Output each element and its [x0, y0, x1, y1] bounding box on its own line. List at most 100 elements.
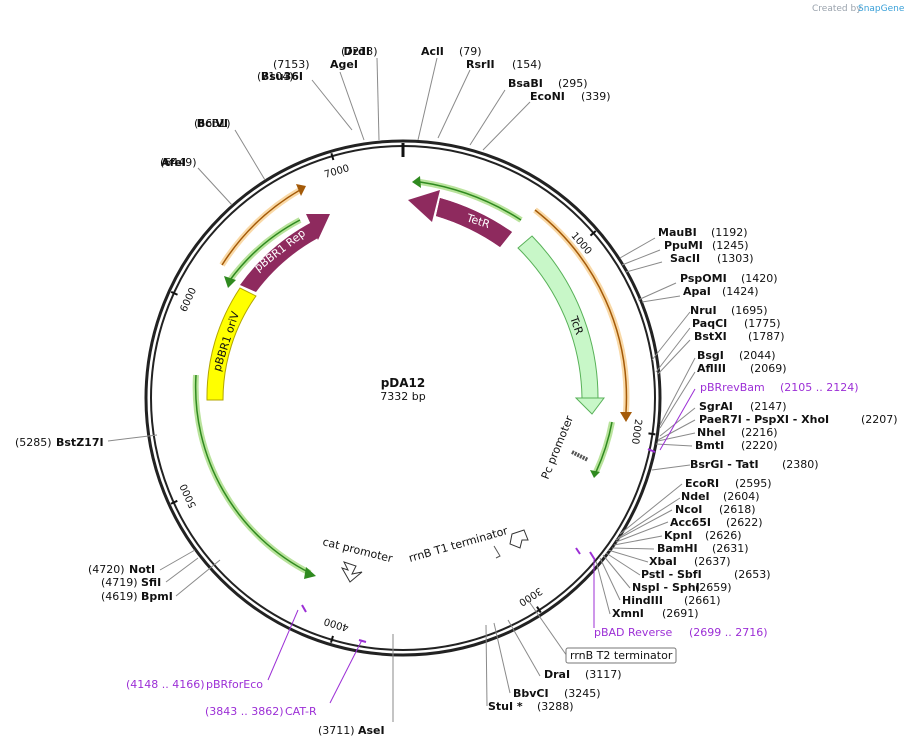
- site-label: EcoNI(339): [530, 90, 611, 103]
- site-position: (4619): [101, 590, 138, 603]
- tcr-arrow-head: [574, 397, 605, 415]
- pbbr1-rep-head: [306, 214, 330, 240]
- credit-prefix: Created by: [812, 4, 862, 14]
- site-label: SgrAI(2147): [699, 400, 787, 413]
- site-position: (2637): [694, 555, 731, 568]
- site-name: BsrGI - TatI: [690, 458, 759, 471]
- tetr-arrow-head: [408, 190, 440, 222]
- site-position: (3711): [318, 724, 355, 737]
- site-label: MauBI(1192): [658, 226, 748, 239]
- site-name: BsaBI: [508, 77, 543, 90]
- site-name: Acc65I: [670, 516, 711, 529]
- site-name: PspOMI: [680, 272, 727, 285]
- site-label: RsrII(154): [466, 58, 542, 71]
- site-name: NotI: [129, 563, 155, 576]
- site-label: SfiI(4719): [101, 576, 161, 589]
- site-name: SacII: [670, 252, 700, 265]
- site-name: EcoRI: [685, 477, 719, 490]
- site-label: AseI(3711): [318, 724, 385, 737]
- site-position: (2631): [712, 542, 749, 555]
- site-label: BsaBI(295): [508, 77, 588, 90]
- pc-promoter-head: [590, 470, 600, 478]
- site-label: BmtI(2220): [695, 439, 778, 452]
- site-name: AflIII: [697, 362, 726, 375]
- site-label: BstZ17I(5285): [15, 436, 104, 449]
- site-label: DrdI(7213): [341, 45, 378, 58]
- site-name: AfeI: [161, 156, 186, 169]
- primer-name: pBRforEco: [206, 678, 263, 691]
- site-position: (4719): [101, 576, 138, 589]
- site-name: BstXI: [694, 330, 727, 343]
- site-position: (2595): [735, 477, 772, 490]
- primer-label: pBRrevBam(2105 .. 2124): [700, 381, 859, 394]
- site-name: RsrII: [466, 58, 495, 71]
- site-name: SgrAI: [699, 400, 733, 413]
- primer-range: (3843 .. 3862): [205, 705, 284, 718]
- tick-mark: [330, 635, 334, 643]
- site-label: XmnI(2691): [612, 607, 699, 620]
- site-name: PpuMI: [664, 239, 703, 252]
- site-position: (2626): [705, 529, 742, 542]
- site-name: BpmI: [141, 590, 173, 603]
- tick-mark: [170, 290, 178, 296]
- site-position: (3288): [537, 700, 574, 713]
- site-label: BsgI(2044): [697, 349, 776, 362]
- site-position: (1787): [748, 330, 785, 343]
- primer-name: CAT-R: [285, 705, 317, 718]
- site-name: NdeI: [681, 490, 710, 503]
- tick-mark: [589, 230, 597, 237]
- tcr-orf-head: [620, 412, 632, 422]
- site-label: NotI(4720): [88, 563, 155, 576]
- site-label: EcoRI (2595): [685, 477, 772, 490]
- site-name: BciVI: [197, 117, 228, 130]
- site-label: XbaI(2637): [649, 555, 731, 568]
- site-position: (2220): [741, 439, 778, 452]
- site-position: (3245): [564, 687, 601, 700]
- tick-mark: [536, 606, 542, 614]
- site-position: (2069): [750, 362, 787, 375]
- site-label: NspI - SphI(2659): [632, 581, 732, 594]
- site-name: Bsu36I: [261, 70, 303, 83]
- site-position: (1420): [741, 272, 778, 285]
- snapgene-credit: Created by SnapGene: [812, 4, 905, 14]
- primer-label: CAT-R(3843 .. 3862): [205, 705, 317, 718]
- tick-label: 7000: [323, 163, 351, 181]
- pbbr1-rep-feature: [240, 222, 318, 292]
- site-name: NspI - SphI: [632, 581, 700, 594]
- site-label: NdeI(2604): [681, 490, 760, 503]
- pc-promoter-glow: [593, 421, 615, 474]
- cat-orf-head: [304, 567, 316, 579]
- site-label: BbvCI(3245): [513, 687, 601, 700]
- site-name: PaeR7I - PspXI - XhoI: [699, 413, 829, 426]
- site-label: AclI(79): [421, 45, 482, 58]
- site-position: (2380): [782, 458, 819, 471]
- site-position: (1245): [712, 239, 749, 252]
- tetr-feature: [436, 198, 512, 247]
- site-name: NruI: [690, 304, 717, 317]
- site-name: BstZ17I: [56, 436, 104, 449]
- tick-mark: [648, 432, 656, 436]
- site-position: (1695): [731, 304, 768, 317]
- site-label: BciVI(6651): [194, 117, 231, 130]
- tick-label: 3000: [517, 585, 544, 608]
- primer-name: pBRrevBam: [700, 381, 765, 394]
- site-position: (2618): [719, 503, 756, 516]
- restriction-sites: DrdI(7213)AgeI(7153)Bsu36I(7104) BciVI(66…: [15, 45, 898, 737]
- tcr-orf-arrow: [534, 209, 628, 413]
- site-label: Bsu36I(7104): [257, 70, 303, 83]
- site-name: DrdI: [343, 45, 370, 58]
- site-position: (2653): [734, 568, 771, 581]
- site-name: BamHI: [657, 542, 698, 555]
- primer-marks: [301, 448, 656, 643]
- rrnb-t1-arrow: [509, 529, 529, 549]
- site-label: BamHI (2631): [657, 542, 749, 555]
- site-label: DraI(3117): [544, 668, 622, 681]
- site-position: (2659): [695, 581, 732, 594]
- rep-orf-arrow: [221, 189, 301, 266]
- site-name: PstI - SbfI: [641, 568, 702, 581]
- site-label: PspOMI (1420): [680, 272, 778, 285]
- site-position: (2622): [726, 516, 763, 529]
- oriv-orf-arrow: [229, 219, 301, 281]
- site-label: AgeI(7153): [273, 58, 358, 71]
- site-label: Acc65I (2622): [670, 516, 763, 529]
